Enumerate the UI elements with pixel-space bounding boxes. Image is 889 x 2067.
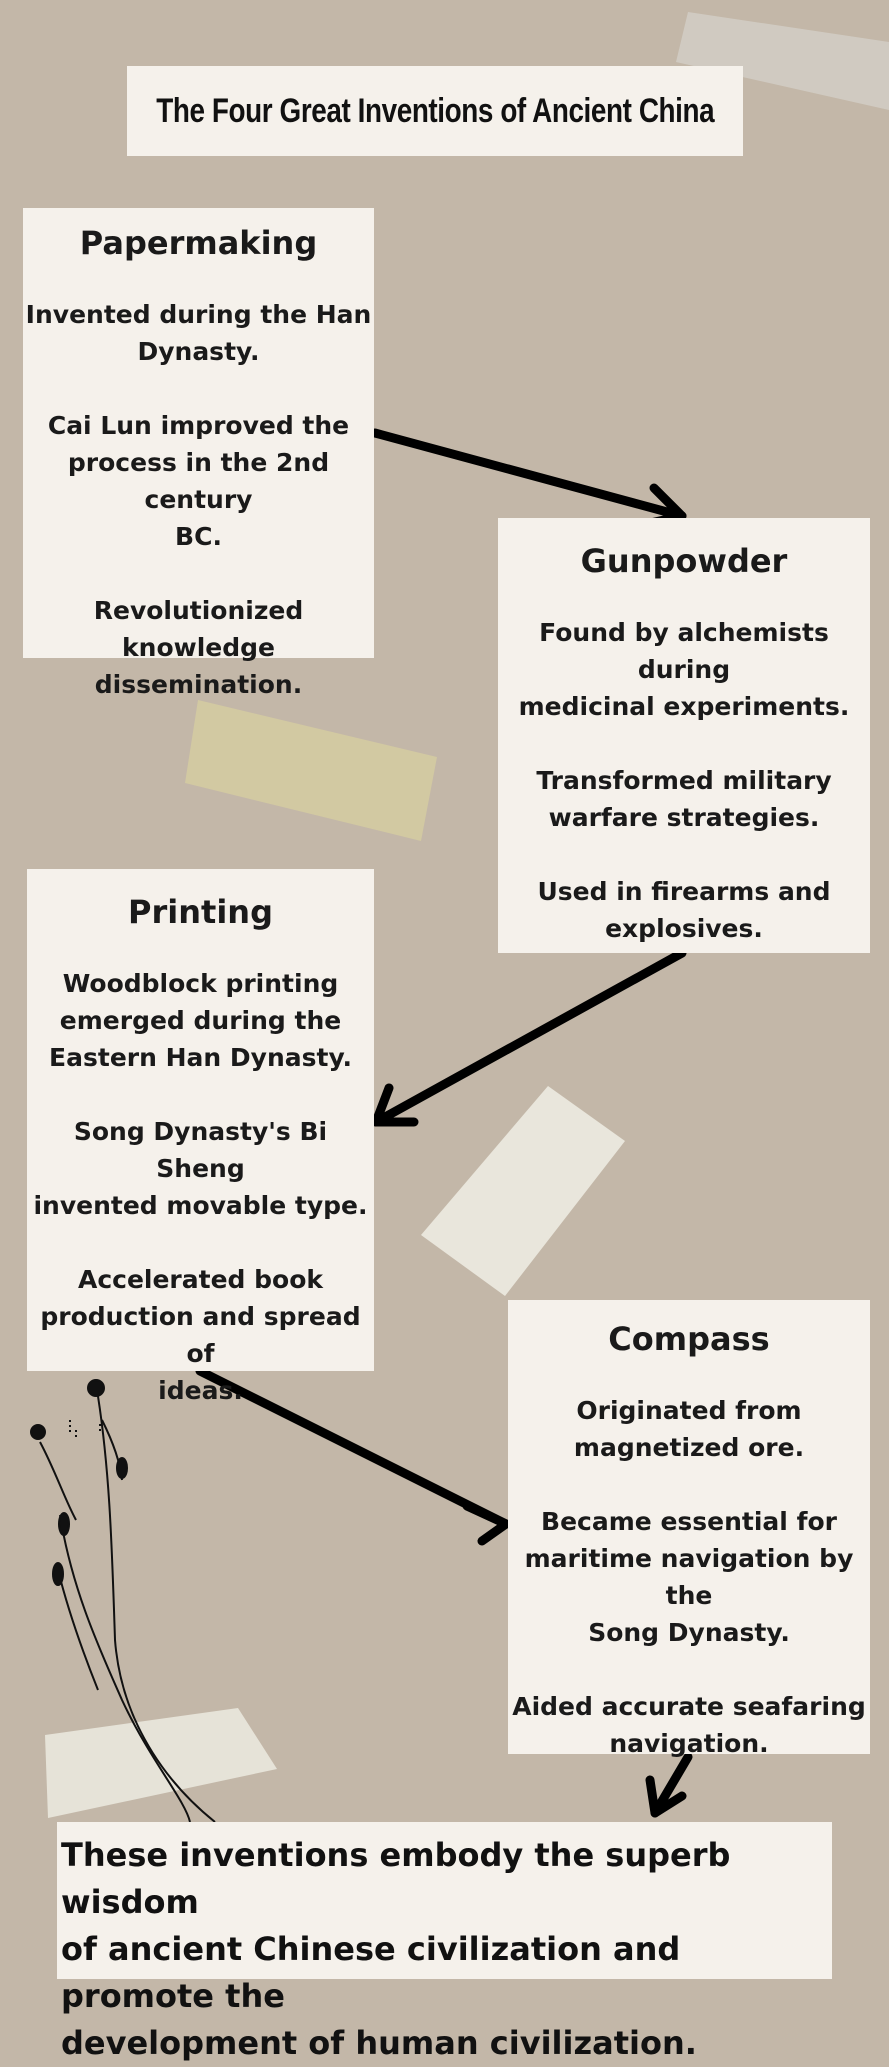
card-gunpowder: Gunpowder Found by alchemists during med… — [498, 518, 870, 953]
card-line: dissemination. — [94, 670, 303, 700]
card-line: navigation. — [609, 1729, 769, 1759]
arrow-gunpowder-to-printing — [371, 948, 687, 1127]
card-line: Accelerated book — [77, 1265, 324, 1295]
card-compass: Compass Originated from magnetized ore. … — [508, 1300, 870, 1758]
tape-bottom-left — [45, 1708, 277, 1818]
card-heading-compass: Compass — [608, 1320, 770, 1358]
card-line: Song Dynasty. — [588, 1618, 790, 1648]
card-line: warfare strategies. — [548, 803, 820, 833]
card-line: Eastern Han Dynasty. — [49, 1043, 352, 1073]
title-banner: The Four Great Inventions of Ancient Chi… — [127, 66, 743, 156]
conclusion-box: These inventions embody the superb wisdo… — [57, 1822, 832, 2062]
card-papermaking: Papermaking Invented during the Han Dyna… — [23, 208, 374, 699]
card-line: Found by alchemists during — [539, 618, 829, 685]
card-line: Used in firearms and — [537, 877, 831, 907]
card-line: Invented during the Han — [25, 300, 372, 330]
arrow-paper-to-gunpowder — [370, 428, 687, 529]
card-heading-printing: Printing — [128, 893, 273, 931]
card-line: Originated from — [576, 1396, 802, 1426]
conclusion-line: These inventions embody the superb wisdo… — [61, 1836, 731, 1921]
card-line: process in the 2nd century — [67, 448, 330, 515]
card-line: Transformed military — [536, 766, 832, 796]
card-line: Aided accurate seafaring — [512, 1692, 866, 1722]
card-line: explosives. — [605, 914, 763, 944]
card-printing: Printing Woodblock printing emerged duri… — [27, 869, 374, 1405]
page-title: The Four Great Inventions of Ancient Chi… — [156, 91, 714, 130]
flower-illustration — [30, 1379, 216, 1823]
card-line: Revolutionized knowledge — [93, 596, 304, 663]
tape-yellow — [185, 700, 437, 841]
conclusion-line: of ancient Chinese civilization and prom… — [61, 1930, 681, 2015]
card-line: Woodblock printing — [62, 969, 339, 999]
conclusion-line: development of human civilization. — [61, 2024, 697, 2062]
card-line: Dynasty. — [137, 337, 260, 367]
card-line: ideas. — [158, 1376, 243, 1406]
card-line: Song Dynasty's Bi Sheng — [73, 1117, 328, 1184]
card-line: BC. — [175, 522, 222, 552]
card-heading-papermaking: Papermaking — [79, 224, 318, 262]
card-line: invented movable type. — [33, 1191, 368, 1221]
tape-white-tilted — [421, 1086, 625, 1296]
card-line: Became essential for — [541, 1507, 837, 1537]
card-line: production and spread of — [40, 1302, 361, 1369]
card-line: medicinal experiments. — [518, 692, 850, 722]
card-heading-gunpowder: Gunpowder — [580, 542, 788, 580]
card-line: emerged during the — [59, 1006, 342, 1036]
card-line: magnetized ore. — [573, 1433, 805, 1463]
card-line: maritime navigation by the — [524, 1544, 854, 1611]
card-line: Cai Lun improved the — [47, 411, 350, 441]
arrow-compass-to-conclusion — [645, 1752, 693, 1818]
